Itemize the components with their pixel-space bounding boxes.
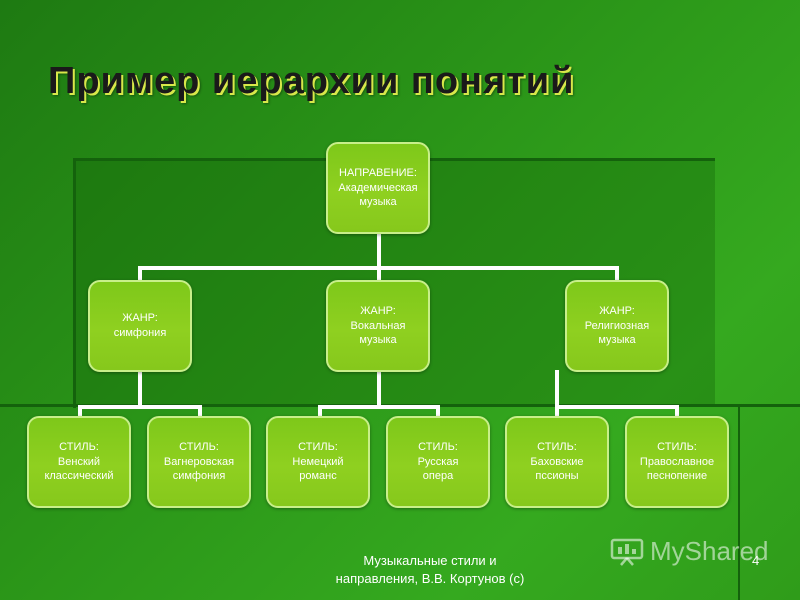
style-node: СТИЛЬ: Немецкий романс — [266, 416, 370, 508]
footer-line2: направления, В.В. Кортунов (с) — [335, 571, 525, 587]
style-node-line2: Православное — [639, 455, 715, 468]
connector-genre-3-down — [555, 370, 559, 408]
genre-node-line1: ЖАНР: — [122, 312, 158, 325]
connector-genre-2-down — [377, 370, 381, 408]
style-node-line2: Венский — [57, 455, 101, 468]
connector-style-bar-1 — [78, 405, 202, 409]
style-node-line1: СТИЛЬ: — [657, 440, 697, 453]
connector-style-4 — [436, 405, 440, 417]
style-node: СТИЛЬ: Венский классический — [27, 416, 131, 508]
connector-style-bar-2 — [318, 405, 440, 409]
watermark-text: MyShared — [650, 536, 769, 566]
style-node-line2: Немецкий — [292, 455, 344, 468]
style-node-line3: классический — [44, 470, 114, 483]
root-node-line1: НАПРАВЕНИЕ: — [339, 166, 417, 179]
style-node: СТИЛЬ: Русская опера — [386, 416, 490, 508]
connector-genre-1-down — [138, 370, 142, 408]
style-node-line3: пссионы — [535, 470, 579, 483]
connector-genre-3 — [615, 266, 619, 282]
connector-genre-2 — [377, 266, 381, 282]
genre-node-line1: ЖАНР: — [599, 304, 635, 317]
style-node: СТИЛЬ: Вагнеровская симфония — [147, 416, 251, 508]
style-node-line1: СТИЛЬ: — [537, 440, 577, 453]
decorative-line-right — [738, 404, 740, 600]
style-node-line1: СТИЛЬ: — [418, 440, 458, 453]
genre-node-line1: ЖАНР: — [360, 304, 396, 317]
footer-line1: Музыкальные стили и — [363, 553, 497, 568]
genre-node-line2: симфония — [113, 327, 167, 339]
style-node-line3: романс — [299, 470, 337, 483]
decorative-line-left — [73, 158, 76, 408]
style-node-line1: СТИЛЬ: — [298, 440, 338, 453]
connector-style-5 — [555, 405, 559, 417]
connector-style-3 — [318, 405, 322, 417]
style-node: СТИЛЬ: Баховские пссионы — [505, 416, 609, 508]
style-node-line2: Русская — [417, 455, 459, 468]
genre-node: ЖАНР: Религиозная музыка — [565, 280, 669, 372]
connector-style-2 — [198, 405, 202, 417]
genre-node: ЖАНР: Вокальная музыка — [326, 280, 430, 372]
style-node-line1: СТИЛЬ: — [179, 440, 219, 453]
presentation-icon — [610, 538, 644, 566]
connector-style-bar-3 — [555, 405, 679, 409]
root-node-line3: музыка — [359, 196, 397, 209]
page-number: 4 — [752, 553, 760, 568]
genre-node-line3: музыка — [598, 334, 636, 347]
connector-style-6 — [675, 405, 679, 417]
style-node-line2: Вагнеровская — [163, 455, 235, 468]
genre-node-line3: музыка — [359, 334, 397, 347]
style-node-line3: симфония — [172, 470, 226, 483]
slide-footer: Музыкальные стили и направления, В.В. Ко… — [300, 552, 560, 588]
style-node-line3: опера — [422, 470, 454, 483]
genre-node-line2: Религиозная — [584, 319, 650, 332]
connector-root-down — [377, 232, 381, 268]
style-node: СТИЛЬ: Православное песнопение — [625, 416, 729, 508]
watermark: MyShared — [610, 536, 769, 567]
root-node: НАПРАВЕНИЕ: Академическая музыка — [326, 142, 430, 234]
genre-node-line2: Вокальная — [350, 319, 406, 332]
genre-node: ЖАНР: симфония — [88, 280, 192, 372]
slide-title: Пример иерархии понятий — [48, 60, 575, 102]
root-node-line2: Академическая — [338, 181, 418, 194]
connector-genre-1 — [138, 266, 142, 282]
style-node-line1: СТИЛЬ: — [59, 440, 99, 453]
connector-style-1 — [78, 405, 82, 417]
style-node-line3: песнопение — [646, 470, 708, 483]
style-node-line2: Баховские — [530, 455, 584, 468]
